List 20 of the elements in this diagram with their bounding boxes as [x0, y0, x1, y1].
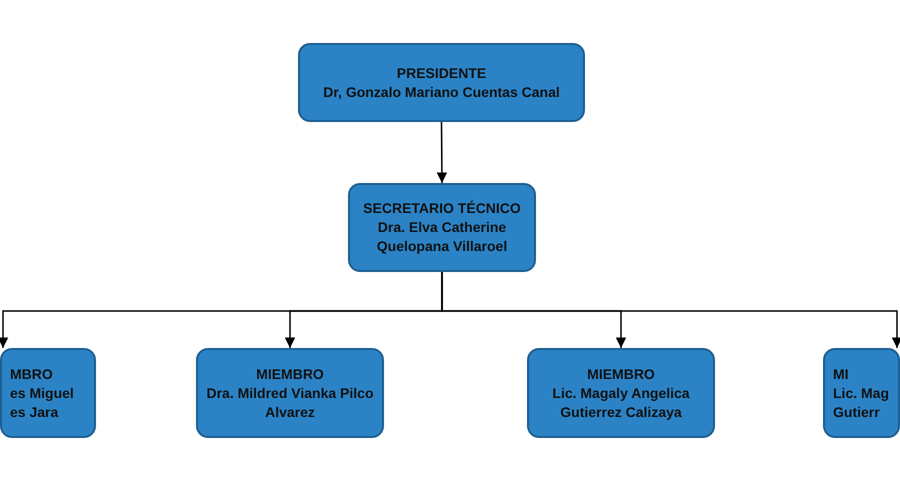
person-box	[348, 183, 536, 272]
person-box	[196, 348, 384, 438]
person-box	[527, 348, 715, 438]
person-name: Lic. Magaly Angelica Gutierrez Calizaya	[551, 384, 691, 422]
person-name: Dra. Mildred Vianka Pilco Alvarez	[206, 384, 374, 422]
person-name: Dra. Elva Catherine Quelopana Villaroel	[376, 218, 508, 256]
role-title: MBRO	[10, 364, 53, 384]
role-title: MIEMBRO	[256, 364, 324, 384]
role-title: MIEMBRO	[587, 364, 655, 384]
person-name: Dr, Gonzalo Mariano Cuentas Canal	[323, 82, 560, 102]
role-title: SECRETARIO TÉCNICO	[363, 199, 521, 218]
arrow	[436, 122, 448, 183]
person-name: Lic. Mag Gutierr	[833, 384, 890, 422]
person-box	[0, 348, 96, 438]
person-name: es Miguel es Jara	[10, 384, 75, 422]
person-box	[823, 348, 900, 438]
person-box	[298, 43, 585, 122]
role-title: MI	[833, 364, 849, 384]
role-title: PRESIDENTE	[396, 64, 486, 82]
arrow	[441, 272, 900, 348]
